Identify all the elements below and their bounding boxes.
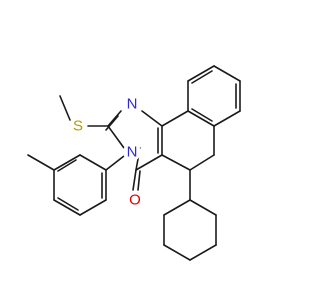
bond <box>137 170 141 191</box>
bond <box>105 115 119 131</box>
bond <box>163 244 191 261</box>
bond <box>132 169 137 191</box>
bond <box>161 154 191 171</box>
atom-label-n3: N <box>127 144 138 161</box>
bond <box>213 110 241 127</box>
bond <box>187 110 215 127</box>
bond <box>59 95 71 121</box>
bond <box>161 110 189 127</box>
bond <box>53 199 81 216</box>
molecule-canvas: N N S O <box>27 65 241 261</box>
bond-layer <box>27 65 241 261</box>
bond <box>191 70 213 84</box>
bond <box>163 199 191 216</box>
nitrogen-atom-3: N <box>123 143 141 161</box>
bond <box>57 197 79 211</box>
bond <box>105 155 125 171</box>
bond <box>135 154 163 171</box>
bond <box>187 65 215 82</box>
atom-label-o: O <box>129 192 141 209</box>
bond <box>189 244 217 261</box>
atom-label-n1: N <box>127 96 138 113</box>
bond <box>57 159 77 172</box>
bond <box>107 110 122 127</box>
bond <box>53 154 81 171</box>
oxygen-atom: O <box>126 191 144 209</box>
sulfur-atom: S <box>69 117 87 135</box>
atom-label-layer: N N S O <box>69 95 144 209</box>
nitrogen-atom-1: N <box>123 95 141 113</box>
bond <box>27 154 55 171</box>
bond <box>79 199 107 216</box>
bond <box>107 125 125 149</box>
bond <box>141 110 163 127</box>
bond <box>191 108 213 122</box>
structure-drawing: N N S O <box>27 65 241 261</box>
atom-label-s: S <box>73 118 83 135</box>
bond <box>189 154 215 171</box>
bond <box>79 154 107 171</box>
bond <box>213 65 241 82</box>
bond <box>189 199 217 216</box>
